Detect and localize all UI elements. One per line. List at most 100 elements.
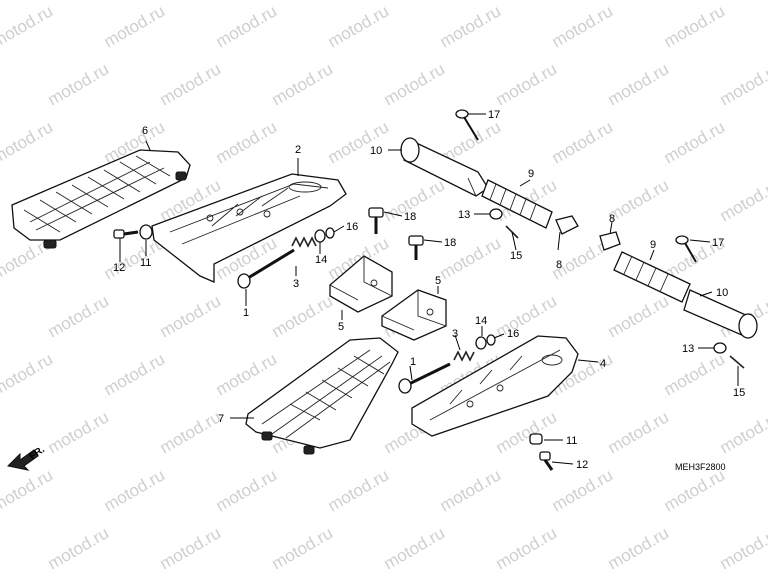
mount-bracket-upper	[329, 255, 393, 313]
watermark-text: motod.ru	[549, 465, 617, 515]
watermark-text: motod.ru	[437, 465, 505, 515]
collar-rear-left	[139, 224, 153, 240]
callout-12: 12	[113, 262, 125, 274]
washer-lower	[475, 334, 496, 350]
watermark-text: motod.ru	[549, 1, 617, 51]
callout-9: 9	[650, 239, 656, 251]
callout-labels: 1 1 2 3 3 4 5 5 6 7 8 8 9 9 10 10 11 11 …	[113, 109, 745, 471]
callout-8: 8	[556, 259, 562, 271]
callout-11: 11	[566, 435, 577, 447]
callout-5: 5	[435, 275, 441, 287]
pin-lower	[398, 362, 451, 394]
watermark-text: motod.ru	[661, 117, 729, 167]
clevis-pin-lower	[675, 235, 697, 263]
watermark-text: motod.ru	[213, 117, 281, 167]
watermark-text: motod.ru	[493, 523, 561, 573]
leader-lines	[119, 113, 739, 465]
step-bracket-right	[411, 335, 579, 437]
washer-13-lower	[713, 342, 727, 354]
front-direction-indicator: FR.	[6, 444, 47, 471]
watermark-text: motod.ru	[101, 349, 169, 399]
watermark-text: motod.ru	[45, 59, 113, 109]
peg-shaft-upper	[400, 137, 489, 197]
footpeg-rubber-pad-rear-left	[11, 149, 191, 249]
watermark-text: motod.ru	[661, 1, 729, 51]
callout-12: 12	[576, 459, 588, 471]
watermark-text: motod.ru	[717, 523, 768, 573]
watermark-text: motod.ru	[661, 349, 729, 399]
bolt-upper	[368, 207, 384, 234]
pin-upper	[237, 248, 295, 289]
washer-upper	[314, 227, 335, 243]
clevis-pin-upper	[455, 109, 479, 141]
watermark-text: motod.ru	[157, 407, 225, 457]
callout-17: 17	[712, 237, 724, 249]
callout-13: 13	[458, 209, 470, 221]
watermark-text: motod.ru	[493, 291, 561, 341]
watermark-text: motod.ru	[213, 465, 281, 515]
mount-bracket-lower	[381, 289, 447, 341]
callout-10: 10	[370, 145, 382, 157]
collar-front	[529, 433, 543, 445]
watermark-text: motod.ru	[549, 117, 617, 167]
callout-10: 10	[716, 287, 728, 299]
callout-15: 15	[510, 250, 522, 262]
cotter-pin-lower	[729, 355, 745, 369]
peg-grip-upper	[481, 179, 553, 229]
watermark-text: motod.ru	[605, 407, 673, 457]
watermark-text: motod.ru	[213, 349, 281, 399]
end-cap-lower	[599, 231, 621, 251]
watermark-text: motod.ru	[493, 59, 561, 109]
bolt-middle	[408, 235, 424, 260]
watermark-text: motod.ru	[269, 59, 337, 109]
watermark-text: motod.ru	[605, 291, 673, 341]
peg-grip-lower	[613, 251, 691, 303]
callout-14: 14	[475, 315, 487, 327]
diagram-code: MEH3F2800	[675, 462, 726, 472]
watermark-text: motod.ru	[45, 407, 113, 457]
watermark-text: motod.ru	[437, 1, 505, 51]
watermark-text: motod.ru	[157, 291, 225, 341]
watermark-text: motod.ru	[213, 1, 281, 51]
callout-1: 1	[243, 307, 249, 319]
end-cap-upper	[555, 215, 579, 235]
spring-lower	[453, 350, 475, 362]
callout-16: 16	[507, 328, 519, 340]
watermark-text: motod.ru	[0, 117, 56, 167]
callout-3: 3	[293, 278, 299, 290]
watermark-text: motod.ru	[101, 465, 169, 515]
bolt-front	[539, 451, 554, 471]
callout-9: 9	[528, 168, 534, 180]
peg-shaft-lower	[683, 289, 758, 339]
callout-18: 18	[404, 211, 416, 223]
callout-15: 15	[733, 387, 745, 399]
watermark-text: motod.ru	[605, 523, 673, 573]
watermark-text: motod.ru	[381, 523, 449, 573]
washer-13-upper	[489, 208, 503, 220]
watermark-text: motod.ru	[269, 291, 337, 341]
watermark-text: motod.ru	[45, 523, 113, 573]
watermark-text: motod.ru	[717, 59, 768, 109]
watermark-text: motod.ru	[269, 523, 337, 573]
watermark-text: motod.ru	[325, 1, 393, 51]
callout-14: 14	[315, 254, 327, 266]
callout-2: 2	[295, 144, 301, 156]
callout-8: 8	[609, 213, 615, 225]
callout-16: 16	[346, 221, 358, 233]
callout-11: 11	[140, 257, 151, 269]
watermark-text: motod.ru	[157, 59, 225, 109]
callout-13: 13	[682, 343, 694, 355]
bolt-rear-left	[113, 229, 139, 239]
callout-5: 5	[338, 321, 344, 333]
watermark-text: motod.ru	[101, 1, 169, 51]
footpeg-rubber-pad-front	[245, 337, 399, 455]
step-bracket-left	[151, 173, 347, 283]
watermark-text: motod.ru	[493, 407, 561, 457]
watermark-text: motod.ru	[45, 291, 113, 341]
callout-18: 18	[444, 237, 456, 249]
watermark-text: motod.ru	[0, 349, 56, 399]
callout-3: 3	[452, 328, 458, 340]
watermark-text: motod.ru	[717, 175, 768, 225]
